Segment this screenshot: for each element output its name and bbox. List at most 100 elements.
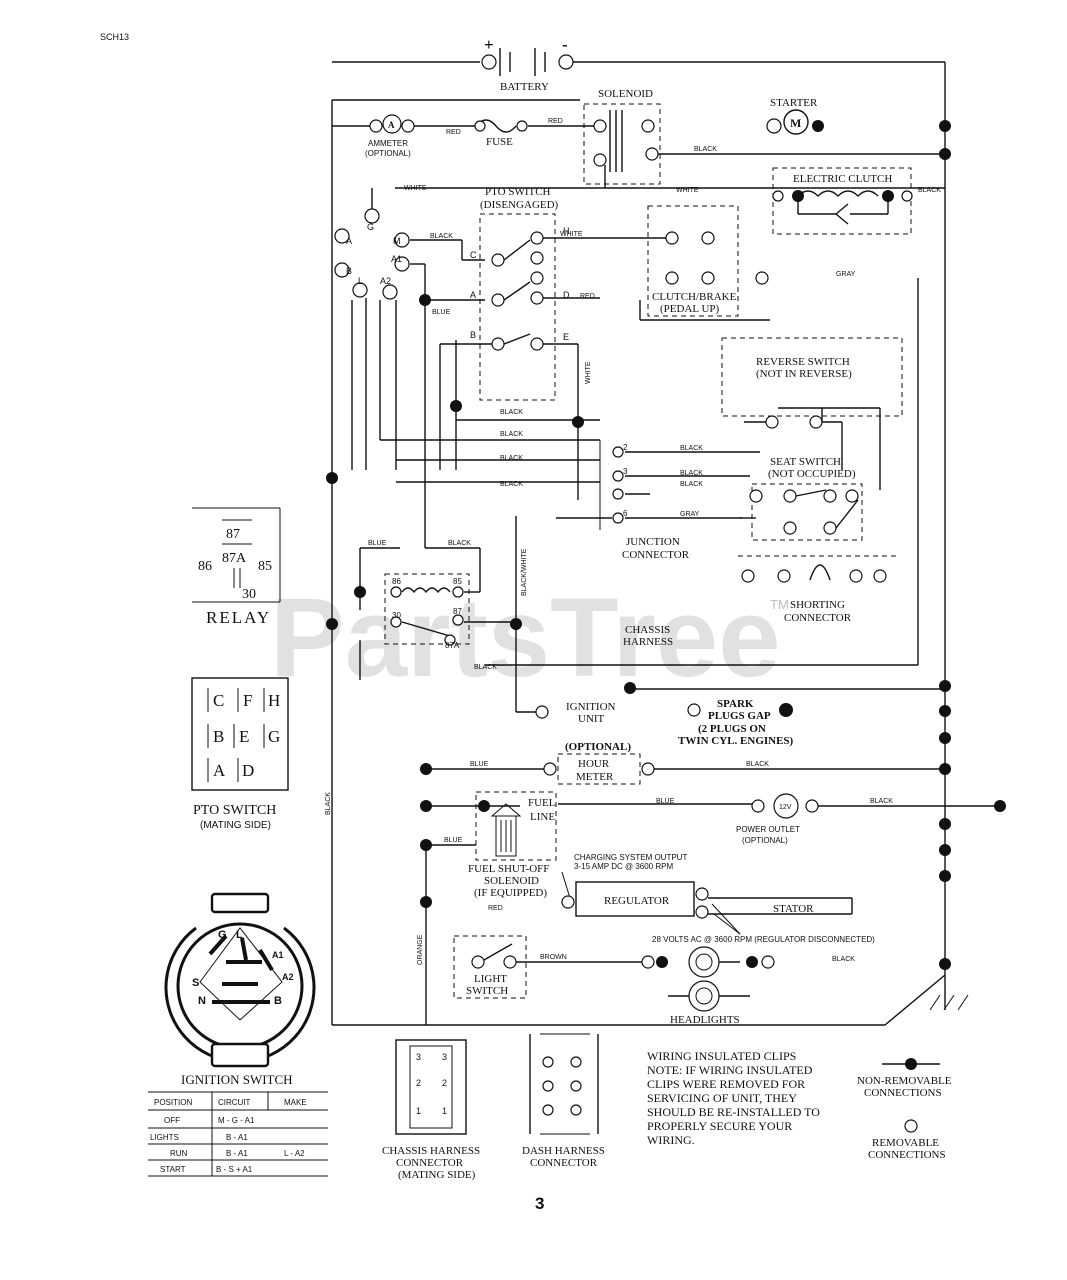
wire-blue-1: BLUE	[432, 309, 451, 316]
chassis-pin-c1: 1	[442, 1106, 447, 1116]
pto-pin-b: B	[213, 727, 224, 746]
pto-term-c: C	[470, 250, 477, 260]
wire-blue-4: BLUE	[656, 798, 675, 805]
spark-twin-label: (2 PLUGS ON	[698, 723, 766, 735]
document-code: SCH13	[100, 32, 129, 42]
fuse: FUSE	[474, 119, 528, 148]
wire-black-vertical: BLACK	[325, 792, 332, 815]
ign-term-b: B	[346, 266, 352, 276]
chassis-harness-label: CHASSIS	[625, 624, 670, 636]
light-switch: LIGHT SWITCH	[453, 935, 642, 999]
junction-label: JUNCTION	[626, 536, 680, 548]
ign-table-row-position: LIGHTS	[150, 1133, 179, 1142]
spark-plugs: SPARK PLUGS GAP (2 PLUGS ON TWIN CYL. EN…	[678, 698, 794, 747]
wire-black-12: BLACK	[474, 664, 497, 671]
ignition-switch-title: IGNITION SWITCH	[181, 1072, 293, 1087]
pto-term-a: A	[470, 290, 476, 300]
legend-removable: REMOVABLE	[872, 1137, 939, 1149]
relay-pin-87: 87	[453, 607, 462, 616]
main-wiring	[331, 61, 946, 1026]
pto-pin-a: A	[213, 761, 226, 780]
wire-orange-vertical: ORANGE	[417, 934, 424, 965]
wire-red-1: RED	[446, 129, 461, 136]
reverse-switch-state: (NOT IN REVERSE)	[756, 368, 852, 380]
fuel-solenoid-label-3: (IF EQUIPPED)	[474, 887, 547, 899]
ammeter-symbol: A	[388, 120, 395, 130]
relay-pin-85: 85	[453, 577, 462, 586]
wire-red-4: RED	[488, 905, 503, 912]
wire-brown-1: BROWN	[540, 954, 567, 961]
clutch-brake-label: CLUTCH/BRAKE	[652, 291, 737, 303]
chassis-harness-connector: 3 3 2 2 1 1 CHASSIS HARNESS CONNECTOR (M…	[382, 1039, 480, 1181]
starter-label: STARTER	[770, 97, 818, 109]
reverse-switch-label: REVERSE SWITCH	[756, 356, 850, 368]
relay-label: RELAY	[206, 608, 271, 627]
chassis-pin-c2: 2	[442, 1078, 447, 1088]
power-outlet: 12V POWER OUTLET (OPTIONAL)	[426, 793, 1000, 845]
wire-black-4: BLACK	[500, 409, 523, 416]
note-line-3: CLIPS WERE REMOVED FOR	[647, 1077, 805, 1091]
stator-ac-label: 28 VOLTS AC @ 3600 RPM (REGULATOR DISCON…	[652, 935, 875, 944]
headlights-label: HEADLIGHTS	[670, 1014, 740, 1026]
regulator-label: REGULATOR	[604, 895, 670, 907]
pto-pin-c: C	[213, 691, 224, 710]
wire-blue-2: BLUE	[368, 540, 387, 547]
pto-switch-label: PTO SWITCH	[485, 186, 551, 198]
ignition-unit: IGNITION UNIT	[566, 701, 616, 725]
seat-switch-state: (NOT OCCUPIED)	[768, 468, 856, 480]
ign-term-g: G	[367, 222, 374, 232]
fuel-solenoid-label: FUEL SHUT-OFF	[468, 863, 549, 875]
pto-term-e: E	[563, 332, 569, 342]
shorting-label: SHORTING	[790, 599, 845, 611]
light-switch-label: LIGHT	[474, 973, 507, 985]
ign-term-a2: A2	[380, 276, 391, 286]
fuel-line-label: FUEL	[528, 797, 556, 809]
reverse-switch: REVERSE SWITCH (NOT IN REVERSE)	[721, 337, 903, 490]
pto-pin-g: G	[268, 727, 280, 746]
ign-table-row-position: RUN	[170, 1149, 188, 1158]
junction-pin-6: 6	[623, 509, 628, 518]
legend: NON-REMOVABLE CONNECTIONS REMOVABLE CONN…	[857, 1058, 952, 1161]
shorting-connector: SHORTING CONNECTOR	[738, 555, 900, 624]
ign-face-a1: A1	[272, 950, 284, 960]
ign-table-row-position: OFF	[164, 1116, 180, 1125]
spark-twin-label-2: TWIN CYL. ENGINES)	[678, 735, 794, 747]
pto-switch-state: (DISENGAGED)	[480, 199, 559, 211]
chassis-pin-d1: 1	[416, 1106, 421, 1116]
wire-black-15: BLACK	[832, 956, 855, 963]
chassis-harness-label-2: HARNESS	[623, 636, 673, 648]
ign-table-header-position: POSITION	[154, 1098, 192, 1107]
pto-term-b: B	[470, 330, 476, 340]
headlights: HEADLIGHTS	[641, 946, 775, 1026]
ignition-switch-schematic: G A M B A1 L A2	[334, 188, 485, 548]
wire-white-3: WHITE	[560, 231, 583, 238]
relay-pin-86: 86	[392, 577, 401, 586]
ignition-table: POSITION CIRCUIT MAKE OFF M - G - A1 LIG…	[148, 1091, 328, 1177]
ignition-unit-label: IGNITION	[566, 701, 616, 713]
electric-clutch: ELECTRIC CLUTCH	[772, 167, 913, 235]
pto-pin-grid: C F H B E G A D	[207, 688, 280, 782]
junction-pin-3: 3	[623, 467, 628, 476]
relay-pin-85-label: 85	[258, 559, 272, 574]
ign-table-row-make: L - A2	[284, 1149, 305, 1158]
wire-gray-2: GRAY	[680, 511, 700, 518]
wire-black-10: BLACK	[680, 481, 703, 488]
wire-white-1: WHITE	[404, 185, 427, 192]
dash-connector-label-2: CONNECTOR	[530, 1157, 598, 1169]
power-outlet-optional: (OPTIONAL)	[742, 836, 788, 845]
electric-clutch-label: ELECTRIC CLUTCH	[793, 173, 892, 185]
wire-black-3: BLACK	[430, 233, 453, 240]
chassis-pin-d2: 2	[416, 1078, 421, 1088]
fuse-label: FUSE	[486, 136, 513, 148]
relay-pin-30-label: 30	[242, 587, 256, 602]
chassis-pin-c3: 3	[442, 1052, 447, 1062]
ign-table-row-position: START	[160, 1165, 186, 1174]
hour-meter-optional: (OPTIONAL)	[565, 741, 631, 753]
fuel-solenoid-label-2: SOLENOID	[484, 875, 539, 887]
ign-table-header-make: MAKE	[284, 1098, 307, 1107]
clutch-brake-switch: CLUTCH/BRAKE (PEDAL UP)	[639, 205, 770, 321]
note-line-4: SERVICING OF UNIT, THEY	[647, 1091, 797, 1105]
ign-table-header-circuit: CIRCUIT	[218, 1098, 251, 1107]
wire-blue-5: BLUE	[444, 837, 463, 844]
